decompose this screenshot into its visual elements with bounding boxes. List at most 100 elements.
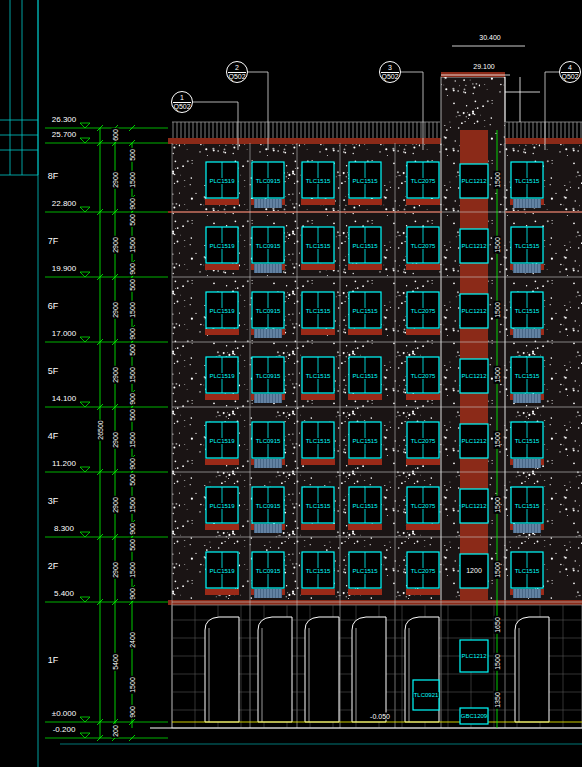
window-sill (406, 524, 440, 530)
dimension-tick (112, 599, 118, 605)
railing-top (506, 122, 582, 123)
balcony-rail (513, 264, 541, 273)
rail-bar (518, 394, 519, 403)
rail-bar (539, 524, 540, 533)
rail-bar (524, 264, 525, 273)
leader-line (545, 72, 559, 150)
window-code: TLC1515 (306, 373, 331, 379)
shop-frame (262, 628, 263, 722)
window-code: GBC1209 (461, 713, 487, 719)
level-line (45, 407, 168, 408)
shop-frame (519, 628, 520, 722)
rail-bar (527, 264, 528, 273)
grid-line (441, 143, 442, 728)
window-frame (302, 292, 334, 328)
ground-line (172, 722, 582, 723)
rail-bar (533, 589, 534, 598)
window-frame (407, 357, 439, 393)
rail-bar (277, 329, 278, 338)
rail-bar (256, 394, 257, 403)
window-code: PLC1515 (352, 178, 377, 184)
rail-bar (521, 329, 522, 338)
window-sill (301, 589, 335, 595)
dimension-text: 1500 (494, 653, 501, 671)
rail-bar (524, 329, 525, 338)
window-set (205, 162, 544, 724)
rail-bar (527, 199, 528, 208)
window-code: TLC1515 (306, 438, 331, 444)
level-triangle (80, 532, 90, 537)
dimension-tick (97, 719, 103, 725)
window-sill (301, 264, 335, 270)
rail-bar (259, 589, 260, 598)
facade-wall (172, 143, 582, 602)
window-frame (302, 357, 334, 393)
level-triangle (80, 402, 90, 407)
sheet-reference: Q502 (561, 73, 578, 80)
sheet-reference: Q502 (228, 73, 245, 80)
window-sill (205, 589, 239, 595)
stair-window (460, 294, 488, 328)
rail-bar (527, 524, 528, 533)
rail-bar (268, 329, 269, 338)
window-sill (301, 199, 335, 205)
window-frame (252, 292, 284, 328)
window-code: PLC1212 (461, 308, 486, 314)
rail-bar (262, 264, 263, 273)
rail-bar (262, 199, 263, 208)
window-sill (301, 329, 335, 335)
window-sill (406, 329, 440, 335)
stair-window (460, 229, 488, 263)
balcony-rail (254, 524, 282, 533)
level-line (45, 212, 168, 213)
rail-bar (265, 264, 266, 273)
tower-cap (441, 72, 505, 77)
level-line (45, 602, 168, 603)
window-frame (511, 487, 543, 523)
top-level-marks (441, 46, 540, 122)
window-code: PLC1515 (352, 568, 377, 574)
window-frame (349, 487, 381, 523)
level-line (45, 472, 168, 473)
rail-bar (256, 199, 257, 208)
floor-line (172, 602, 582, 603)
rail-bar (518, 459, 519, 468)
rail-bar (268, 264, 269, 273)
dimension-tick (97, 125, 103, 131)
rail-bar (530, 329, 531, 338)
level-line (452, 46, 525, 47)
rail-bar (265, 199, 266, 208)
balcony-rail (254, 199, 282, 208)
dimension-text: 1500 (129, 366, 136, 384)
window-code: PLC1212 (461, 243, 486, 249)
rail-bar (527, 589, 528, 598)
window-frame (206, 487, 238, 523)
ground-floor (172, 605, 582, 728)
floor-line (172, 407, 582, 408)
rail-bar (271, 459, 272, 468)
shop-frame (409, 628, 410, 722)
window-code: TLC1515 (515, 568, 540, 574)
window-code: PLC1212 (461, 178, 486, 184)
base-line (60, 744, 582, 745)
dimension-tick (112, 534, 118, 540)
window-sill (406, 394, 440, 400)
rail-bar (530, 394, 531, 403)
balcony-rail (513, 199, 541, 208)
window-frame (302, 552, 334, 588)
window-frame (407, 227, 439, 263)
dimension-tick (97, 735, 103, 741)
window-code: PLC1519 (209, 503, 234, 509)
window-code: TLC0915 (256, 438, 281, 444)
rail-bar (262, 524, 263, 533)
rail-bar (280, 589, 281, 598)
window-code: TLC0915 (256, 308, 281, 314)
callout-circle: 2Q502 (226, 61, 248, 83)
rail-bar (268, 589, 269, 598)
callout-circle: 1Q502 (171, 91, 193, 113)
ground-grid (172, 605, 173, 728)
border-line (38, 0, 39, 767)
rail-bar (280, 394, 281, 403)
shop-frame (356, 628, 357, 722)
rail-bar (259, 264, 260, 273)
